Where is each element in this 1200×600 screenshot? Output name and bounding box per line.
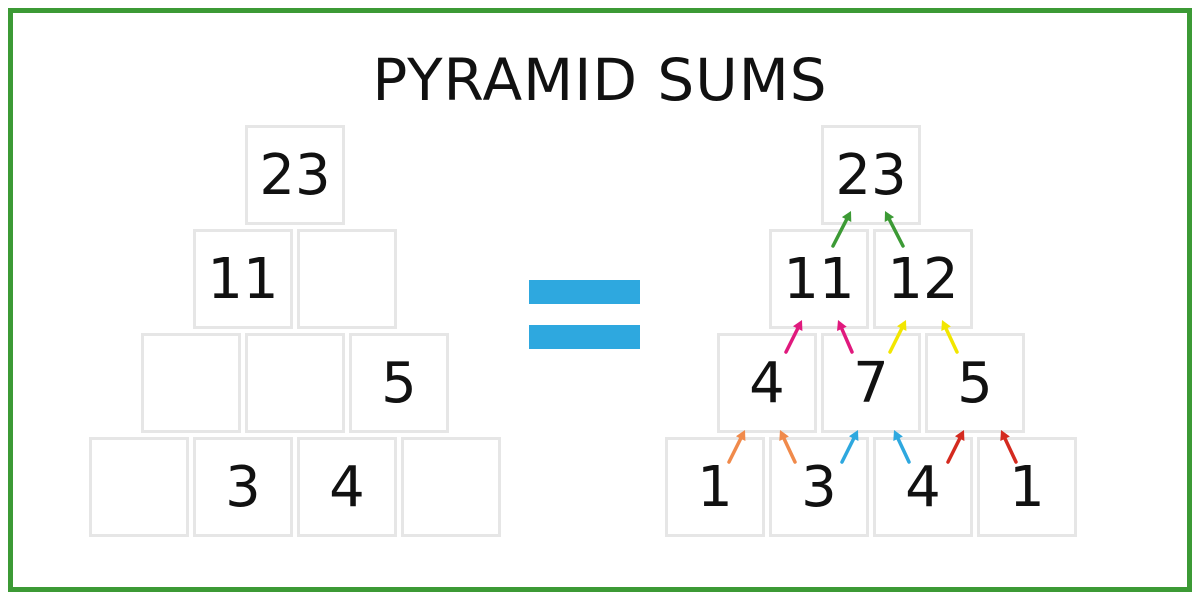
puzzle-cell-r3-c0[interactable] <box>89 437 189 537</box>
puzzle-cell-r2-c2[interactable]: 5 <box>349 333 449 433</box>
puzzle-cell-r1-c1[interactable] <box>297 229 397 329</box>
solution-cell-r0-c0: 23 <box>821 125 921 225</box>
solution-cell-r3-c1: 3 <box>769 437 869 537</box>
page-frame <box>8 8 1192 592</box>
solution-cell-r1-c0: 11 <box>769 229 869 329</box>
solution-cell-r2-c1: 7 <box>821 333 921 433</box>
puzzle-cell-r0-c0[interactable]: 23 <box>245 125 345 225</box>
solution-cell-r3-c3: 1 <box>977 437 1077 537</box>
equals-bar-bottom <box>529 325 640 349</box>
puzzle-cell-r3-c3[interactable] <box>401 437 501 537</box>
puzzle-cell-r1-c0[interactable]: 11 <box>193 229 293 329</box>
solution-cell-r3-c2: 4 <box>873 437 973 537</box>
puzzle-cell-r3-c1[interactable]: 3 <box>193 437 293 537</box>
solution-cell-r1-c1: 12 <box>873 229 973 329</box>
page-title: PYRAMID SUMS <box>372 46 828 114</box>
puzzle-cell-r2-c0[interactable] <box>141 333 241 433</box>
solution-cell-r2-c0: 4 <box>717 333 817 433</box>
puzzle-cell-r2-c1[interactable] <box>245 333 345 433</box>
puzzle-cell-r3-c2[interactable]: 4 <box>297 437 397 537</box>
solution-cell-r2-c2: 5 <box>925 333 1025 433</box>
equals-bar-top <box>529 280 640 304</box>
solution-cell-r3-c0: 1 <box>665 437 765 537</box>
